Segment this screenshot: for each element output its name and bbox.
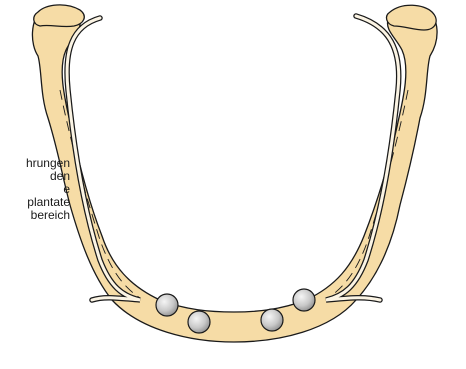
annotation-line: den <box>0 170 70 183</box>
sphere-icon <box>261 309 283 331</box>
sphere-icon <box>188 311 210 333</box>
annotation-text: hrungen den e plantate bereich <box>0 157 70 222</box>
annotation-line-text: bereich <box>31 209 70 222</box>
right-condyle <box>387 5 437 30</box>
annotation-line: bereich <box>0 209 70 222</box>
sphere-icon <box>156 294 178 316</box>
sphere-icon <box>293 289 315 311</box>
mandible-bone <box>32 7 437 342</box>
left-condyle <box>34 5 85 27</box>
